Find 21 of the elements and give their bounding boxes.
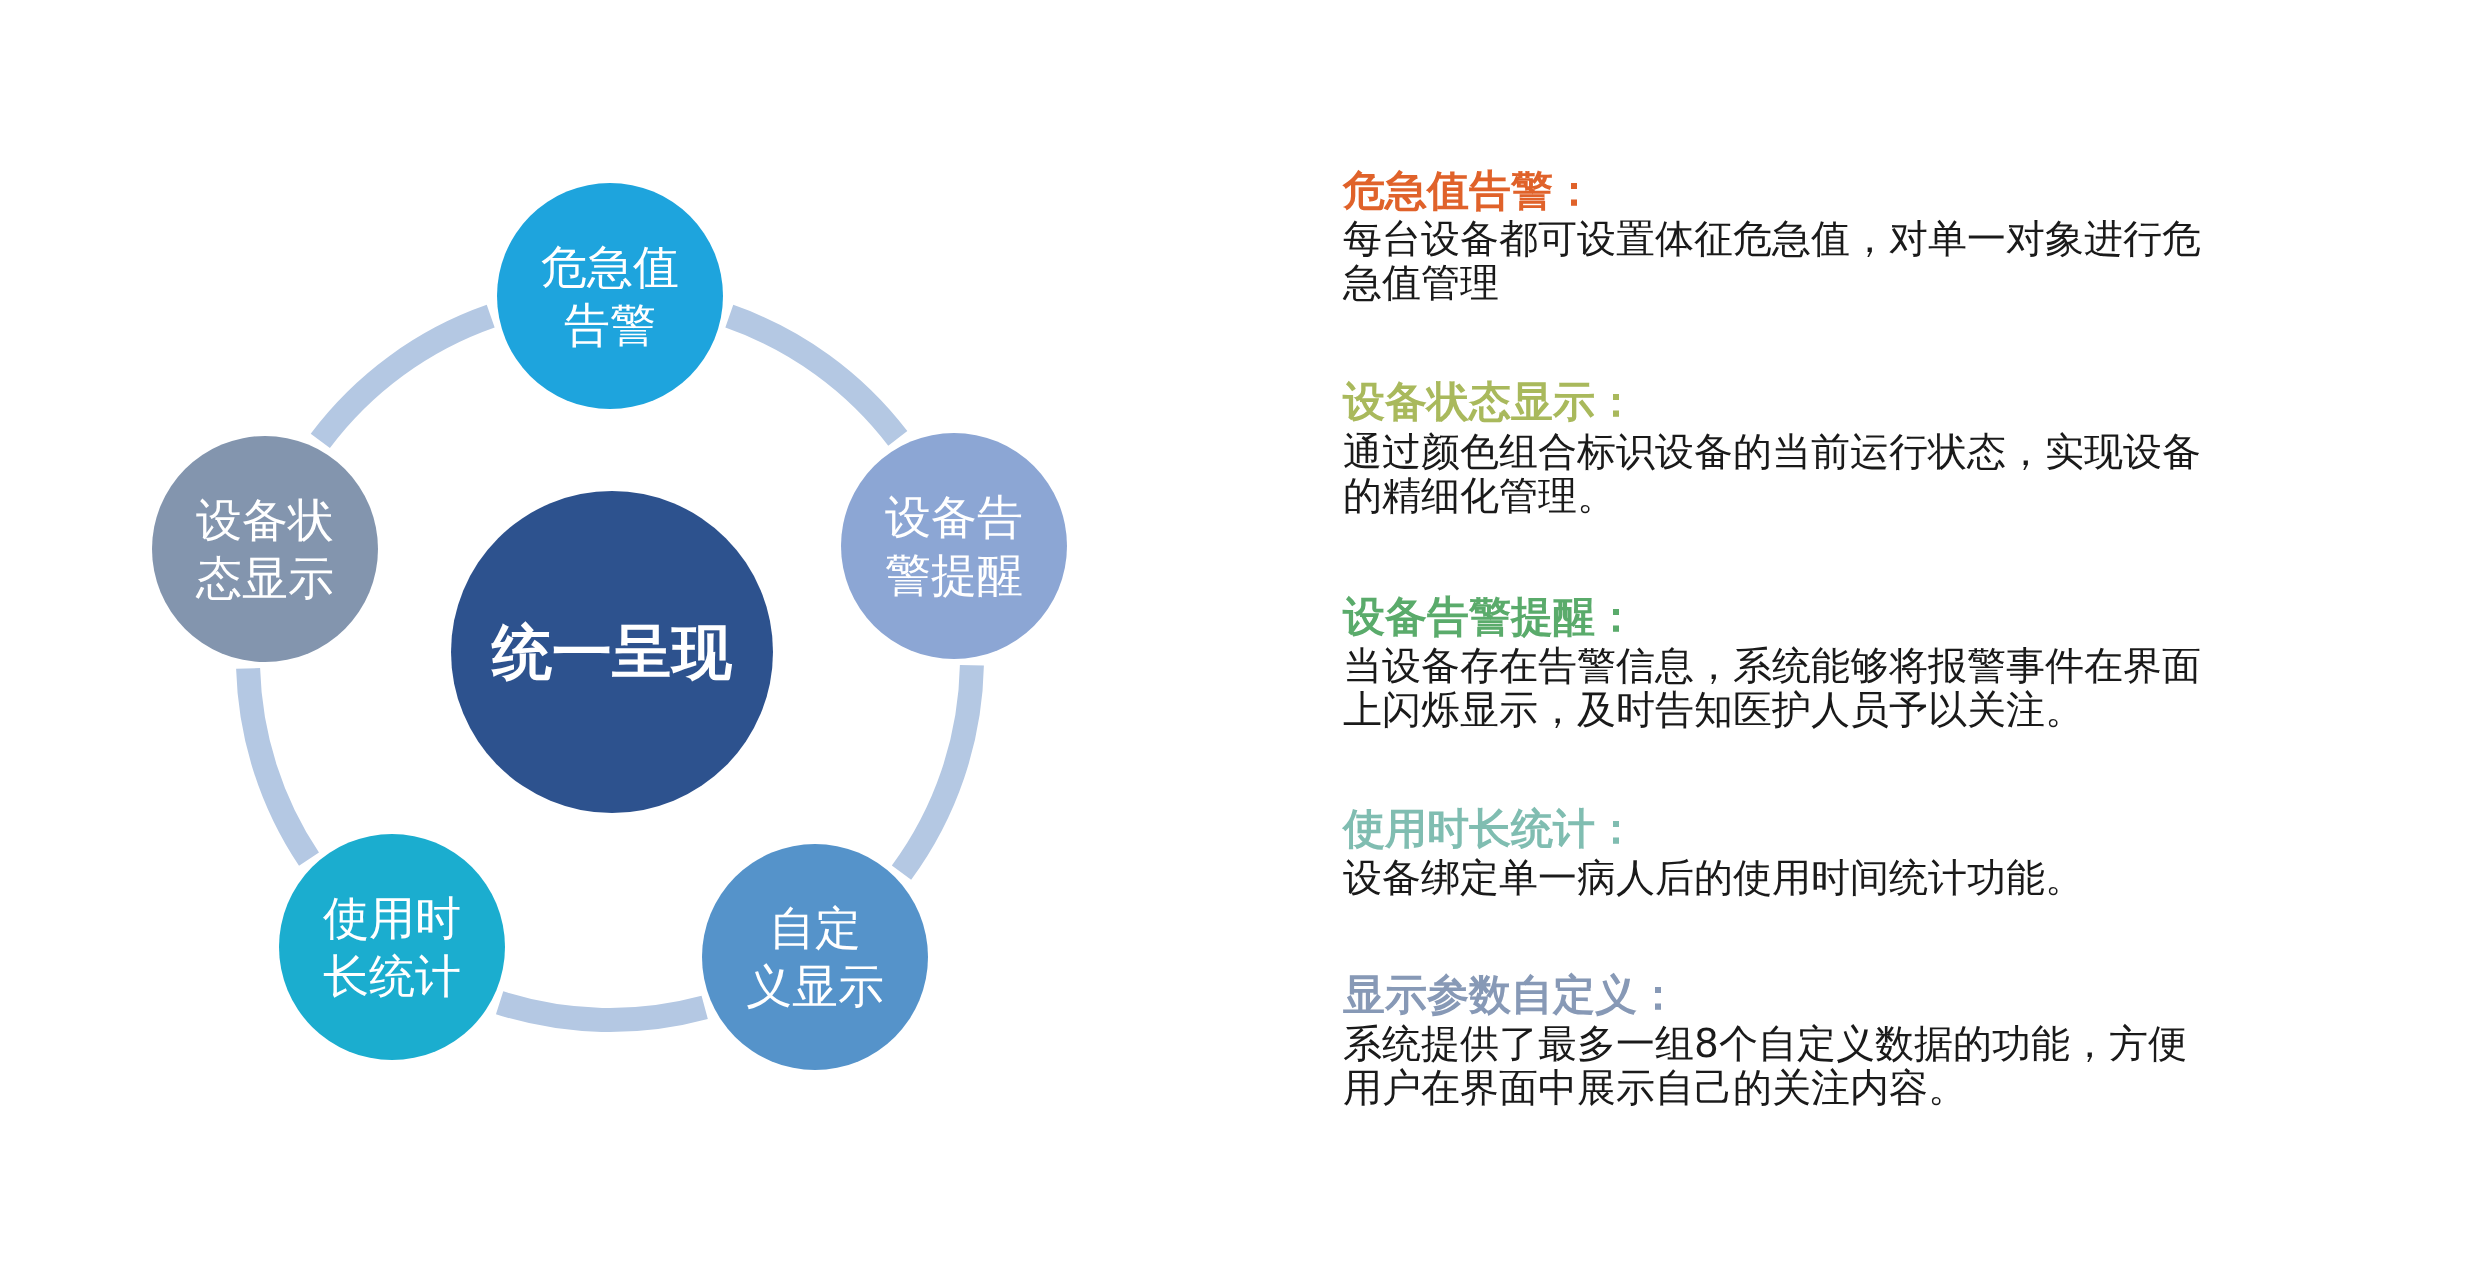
connector-arc: [496, 991, 708, 1032]
section-heading: 使用时长统计：: [1343, 804, 1637, 854]
section-heading: 设备状态显示：: [1343, 377, 1637, 427]
feature-circle: 危急值告警: [497, 183, 723, 409]
section-heading: 危急值告警：: [1343, 166, 1595, 216]
connector-arc: [236, 667, 320, 866]
description-text: 系统提供了最多一组8个自定义数据的功能，方便用户在界面中展示自己的关注内容。: [1343, 1022, 2188, 1110]
connector-arc: [891, 664, 984, 880]
description-text: 设备绑定单一病人后的使用时间统计功能。: [1343, 856, 2085, 900]
feature-circle: 使用时长统计: [279, 834, 506, 1061]
section-heading: 显示参数自定义：: [1343, 970, 1679, 1020]
connector-arc: [724, 305, 907, 447]
connector-arc: [311, 305, 496, 449]
feature-circle: 设备状态显示: [151, 435, 378, 662]
feature-circle: 设备告警提醒: [841, 432, 1068, 659]
hub-circle: 统一呈现: [451, 491, 773, 813]
feature-circle: 自定义显示: [701, 843, 928, 1070]
description-text: 通过颜色组合标识设备的当前运行状态，实现设备的精细化管理。: [1343, 430, 2202, 518]
description-text: 每台设备都可设置体征危急值，对单一对象进行危急值管理: [1343, 217, 2202, 305]
section-heading: 设备告警提醒：: [1343, 592, 1637, 642]
description-text: 当设备存在告警信息，系统能够将报警事件在界面上闪烁显示，及时告知医护人员予以关注。: [1343, 644, 2202, 732]
